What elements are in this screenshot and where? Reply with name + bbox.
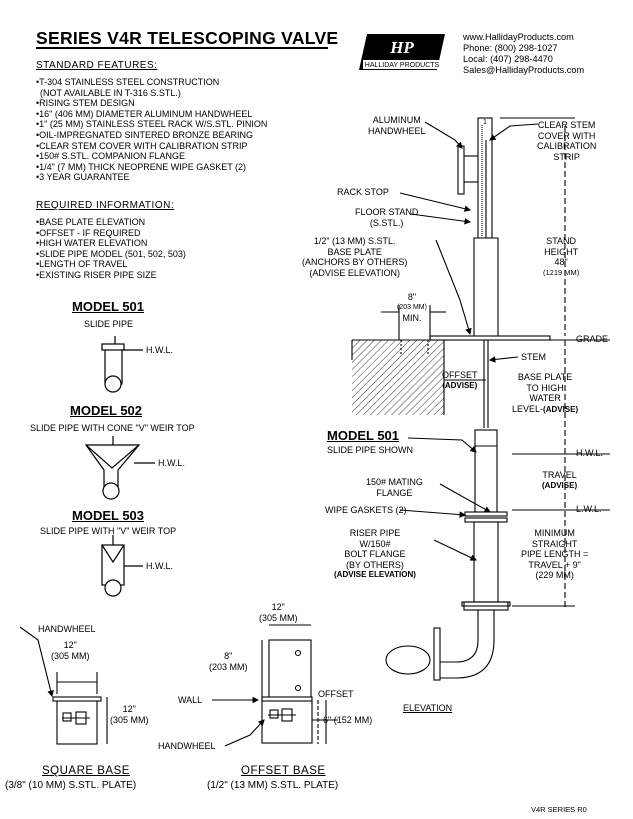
model-503-sketch — [101, 535, 143, 597]
list-item: •16" (406 MM) DIAMETER ALUMINUM HANDWHEE… — [36, 108, 253, 119]
model-501-hwl: H.W.L. — [146, 345, 174, 355]
model-502-hwl: H.W.L. — [158, 458, 186, 468]
elevation-model-501-heading: MODEL 501 — [327, 428, 400, 443]
list-item: •EXISTING RISER PIPE SIZE — [36, 269, 157, 280]
offset-base-width-label: 12"(305 MM) — [259, 602, 298, 623]
model-501-heading: MODEL 501 — [72, 299, 145, 314]
square-base-plate-label: (3/8" (10 MM) S.STL. PLATE) — [5, 780, 137, 791]
offset-base-offset-label: OFFSET — [318, 689, 354, 699]
square-base-width-label: 12"(305 MM) — [51, 640, 90, 661]
dimension-one: 1 — [483, 119, 487, 126]
contact-phone: Phone: (800) 298-1027 — [463, 43, 558, 53]
model-501-sketch — [101, 336, 143, 393]
base-plate-label: 1/2" (13 MM) S.STL.BASE PLATE(ANCHORS BY… — [302, 236, 408, 278]
stem-label: STEM — [521, 352, 547, 362]
list-item: •150# S.STL. COMPANION FLANGE — [36, 151, 186, 162]
offset-base-caption: OFFSET BASE — [241, 765, 326, 777]
list-item: •BASE PLATE ELEVATION — [36, 217, 146, 227]
model-501-subtitle: SLIDE PIPE — [84, 319, 134, 329]
elevation-drawing — [351, 117, 610, 681]
min-8-label: 8"(203 MM)MIN. — [397, 292, 427, 324]
list-item: •OFFSET - IF REQUIRED — [36, 227, 141, 238]
wipe-gaskets-label: WIPE GASKETS (2) — [325, 505, 407, 515]
contact-local: Local: (407) 298-4470 — [463, 54, 553, 64]
slide-pipe-shown-label: SLIDE PIPE SHOWN — [327, 445, 414, 455]
list-item: •3 YEAR GUARANTEE — [36, 172, 130, 183]
required-information-list: •BASE PLATE ELEVATION •OFFSET - IF REQUI… — [36, 217, 186, 281]
elevation-hwl-label: H.W.L. — [576, 448, 604, 458]
offset-base-depth-label: 8"(203 MM) — [209, 651, 248, 672]
offset-base-handwheel-label: HANDWHEEL — [158, 741, 216, 751]
lwl-label: L.W.L. — [576, 504, 602, 514]
rack-stop-label: RACK STOP — [337, 187, 389, 197]
model-503-subtitle: SLIDE PIPE WITH "V" WEIR TOP — [40, 526, 177, 536]
title-underline — [36, 47, 328, 49]
offset-base-plate-label: (1/2" (13 MM) S.STL. PLATE) — [207, 780, 339, 791]
list-item: (NOT AVAILABLE IN T-316 S.STL.) — [40, 87, 181, 98]
list-item: •1/4" (7 MM) THICK NEOPRENE WIPE GASKET … — [36, 161, 247, 172]
contact-email[interactable]: Sales@HallidayProducts.com — [463, 65, 585, 75]
logo: HP HALLIDAY PRODUCTS — [359, 34, 445, 70]
floor-stand-label: FLOOR STAND(S.STL.) — [355, 207, 419, 228]
model-503-hwl: H.W.L. — [146, 561, 174, 571]
footer-code: V4R SERIES R0 — [531, 805, 587, 814]
standard-features-list: •T-304 STAINLESS STEEL CONSTRUCTION (NOT… — [36, 77, 267, 183]
square-base-handwheel-label: HANDWHEEL — [38, 624, 96, 634]
square-base-height-label: 12"(305 MM) — [110, 704, 149, 725]
wall-label: WALL — [178, 695, 203, 705]
offset-label: OFFSET(ADVISE) — [442, 370, 478, 390]
list-item: •CLEAR STEM COVER WITH CALIBRATION STRIP — [36, 140, 248, 151]
list-item: •RISING STEM DESIGN — [36, 98, 135, 109]
model-503-heading: MODEL 503 — [72, 508, 145, 523]
model-502-sketch — [84, 436, 155, 500]
list-item: •1" (25 MM) STAINLESS STEEL RACK W/S.STL… — [36, 119, 268, 130]
square-base-caption: SQUARE BASE — [42, 765, 130, 777]
contact-web[interactable]: www.HallidayProducts.com — [463, 32, 574, 42]
page-title: SERIES V4R TELESCOPING VALVE — [36, 28, 339, 48]
model-502-heading: MODEL 502 — [70, 403, 143, 418]
required-information-heading: REQUIRED INFORMATION: — [36, 200, 175, 211]
square-base-drawing — [19, 626, 108, 745]
list-item: •T-304 STAINLESS STEEL CONSTRUCTION — [36, 77, 220, 87]
logo-name: HALLIDAY PRODUCTS — [365, 62, 440, 69]
logo-mark: HP — [389, 38, 414, 57]
list-item: •LENGTH OF TRAVEL — [36, 259, 128, 270]
list-item: •OIL-IMPREGNATED SINTERED BRONZE BEARING — [36, 129, 254, 140]
list-item: •SLIDE PIPE MODEL (501, 502, 503) — [36, 248, 186, 259]
model-502-subtitle: SLIDE PIPE WITH CONE "V" WEIR TOP — [30, 423, 195, 433]
travel-label: TRAVEL(ADVISE) — [542, 470, 578, 490]
grade-label: GRADE — [576, 334, 609, 344]
contact-block: www.HallidayProducts.com Phone: (800) 29… — [463, 32, 584, 76]
elevation-caption: ELEVATION — [403, 703, 453, 713]
offset-base-offset-dim: 6" (152 MM) — [323, 715, 373, 725]
standard-features-heading: STANDARD FEATURES: — [36, 60, 158, 71]
list-item: •HIGH WATER ELEVATION — [36, 238, 148, 249]
offset-base-drawing — [212, 624, 338, 747]
